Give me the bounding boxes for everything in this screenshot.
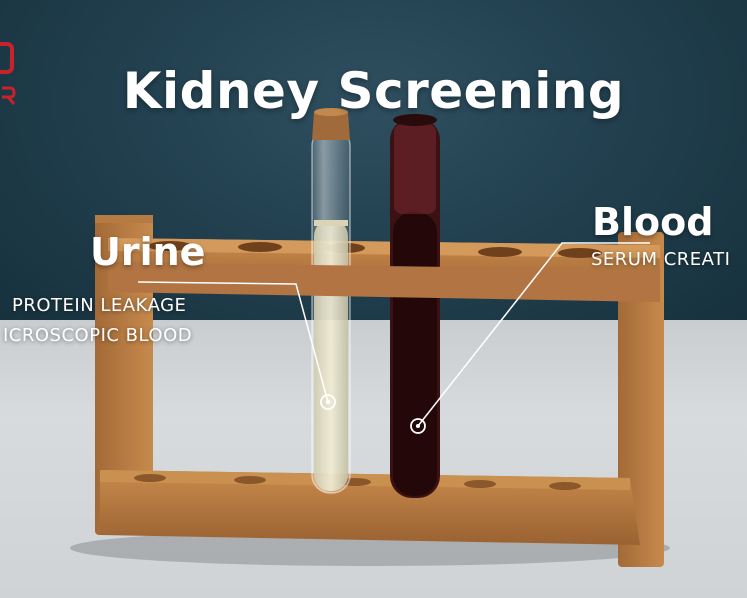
rack-base <box>100 470 640 545</box>
blood-test-tube <box>390 114 440 498</box>
page-title: Kidney Screening <box>122 62 625 120</box>
blood-label: Blood <box>592 200 714 244</box>
channel-logo <box>0 42 16 105</box>
urine-pointer-line <box>137 281 329 403</box>
blood-pointer-dot <box>410 418 426 434</box>
blood-pointer-line <box>417 242 650 427</box>
rack-left-post <box>95 215 153 535</box>
blood-caption-line-1: SERUM CREATI <box>591 249 731 270</box>
urine-caption-line-1: PROTEIN LEAKAGE <box>12 295 187 316</box>
urine-test-tube <box>311 108 351 494</box>
urine-pointer-dot <box>320 394 336 410</box>
urine-label: Urine <box>90 230 206 274</box>
urine-caption-line-2: ICROSCOPIC BLOOD <box>3 325 193 346</box>
